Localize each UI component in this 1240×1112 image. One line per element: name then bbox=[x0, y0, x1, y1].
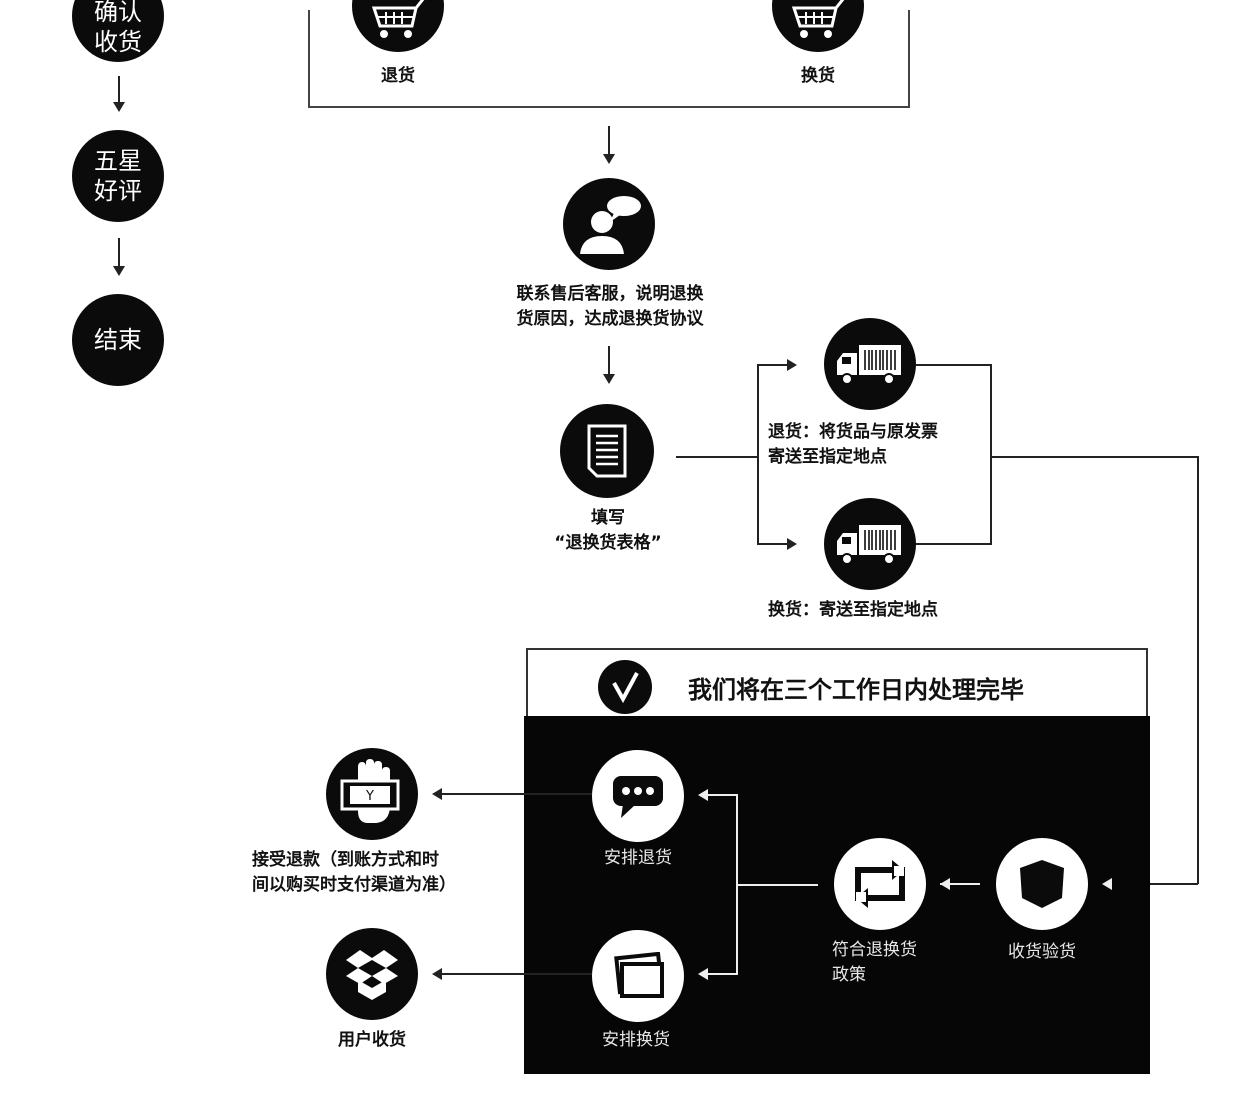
ship-exchange-label: 换货：寄送至指定地点 bbox=[768, 600, 938, 620]
connector-line bbox=[916, 364, 992, 366]
connector-line bbox=[442, 973, 592, 975]
connector-line bbox=[990, 364, 992, 545]
refund-hand-icon: Y bbox=[326, 748, 418, 840]
arrange-exchange-label: 安排换货 bbox=[602, 1030, 670, 1050]
connector-line bbox=[940, 883, 980, 885]
check-icon bbox=[598, 660, 652, 714]
arrow-head bbox=[603, 374, 615, 384]
arrow-head bbox=[940, 878, 950, 890]
panel-title: 我们将在三个工作日内处理完毕 bbox=[688, 676, 1024, 704]
connector-line bbox=[757, 364, 759, 544]
customer-service-icon bbox=[563, 178, 655, 270]
connector-line bbox=[442, 793, 592, 795]
connector-line bbox=[736, 884, 818, 886]
fill-form-label: 填写 “退换货表格” bbox=[554, 508, 662, 553]
connector-line bbox=[757, 543, 787, 545]
receive-inspect-label: 收货验货 bbox=[1008, 942, 1076, 962]
yen-symbol: Y bbox=[365, 789, 374, 804]
step-end: 结束 bbox=[72, 294, 164, 386]
arrow-head bbox=[787, 538, 797, 550]
arrow-head bbox=[113, 266, 125, 276]
return-exchange-box bbox=[308, 10, 910, 108]
connector-line bbox=[757, 364, 787, 366]
arrange-refund-label: 安排退货 bbox=[604, 848, 672, 868]
form-document-icon bbox=[560, 404, 654, 498]
arrow-head bbox=[432, 788, 442, 800]
chat-bubble-icon bbox=[592, 750, 684, 842]
step-confirm-receipt-label: 确认 收货 bbox=[94, 0, 142, 56]
exchange-label: 换货 bbox=[801, 66, 835, 86]
connector-line bbox=[916, 543, 992, 545]
box-icon bbox=[996, 838, 1088, 930]
step-end-label: 结束 bbox=[94, 326, 142, 354]
open-box-icon bbox=[326, 928, 418, 1020]
connector-line bbox=[736, 794, 738, 974]
connector-line bbox=[1150, 883, 1198, 885]
arrow-line bbox=[118, 238, 120, 266]
ship-return-label: 退货：将货品与原发票 寄送至指定地点 bbox=[768, 422, 938, 467]
arrow-head bbox=[787, 359, 797, 371]
arrow-head bbox=[1102, 878, 1112, 890]
policy-check-label: 符合退换货 政策 bbox=[832, 940, 917, 985]
package-icon bbox=[592, 930, 684, 1022]
user-receive-label: 用户收货 bbox=[338, 1030, 406, 1050]
connector-line bbox=[706, 794, 738, 796]
truck-icon-exchange bbox=[824, 498, 916, 590]
step-confirm-receipt: 确认 收货 bbox=[72, 0, 164, 62]
connector-line bbox=[706, 973, 738, 975]
arrow-head bbox=[698, 968, 708, 980]
return-label: 退货 bbox=[381, 66, 415, 86]
arrow-line bbox=[608, 126, 610, 154]
arrow-head bbox=[432, 968, 442, 980]
connector-line bbox=[990, 456, 1198, 458]
step-five-star-review-label: 五星 好评 bbox=[94, 147, 142, 205]
cart-icon-exchange bbox=[772, 0, 864, 52]
contact-service-label: 联系售后客服，说明退换 货原因，达成退换货协议 bbox=[516, 284, 704, 329]
arrow-head bbox=[698, 789, 708, 801]
accept-refund-label: 接受退款（到账方式和时 间以购买时支付渠道为准） bbox=[252, 850, 456, 895]
truck-icon-return bbox=[824, 318, 916, 410]
exchange-arrows-icon bbox=[834, 838, 926, 930]
arrow-line bbox=[118, 76, 120, 102]
arrow-head bbox=[113, 102, 125, 112]
panel-header: 我们将在三个工作日内处理完毕 bbox=[526, 648, 1148, 716]
connector-line bbox=[676, 456, 758, 458]
arrow-line bbox=[608, 346, 610, 374]
step-five-star-review: 五星 好评 bbox=[72, 130, 164, 222]
connector-line bbox=[1197, 456, 1199, 884]
arrow-head bbox=[603, 154, 615, 164]
